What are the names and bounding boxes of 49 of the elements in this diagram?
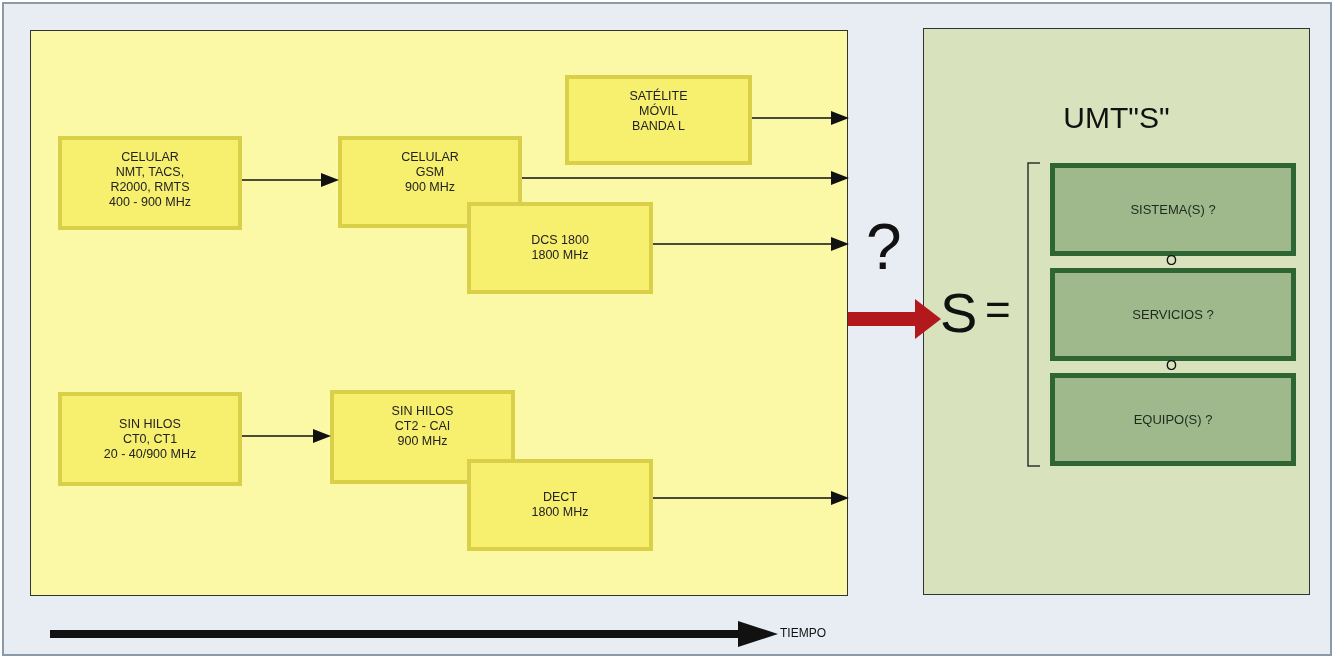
option-box [1050, 373, 1296, 466]
process-box [467, 202, 653, 294]
arrow [241, 429, 331, 443]
box-label: MÓVIL [639, 104, 678, 119]
box-label: 1800 MHz [531, 505, 589, 520]
axis-label: TIEMPO [780, 627, 826, 639]
connector-letter: O [1166, 358, 1177, 372]
box-label: 1800 MHz [531, 248, 589, 263]
process-box [565, 75, 752, 165]
box-label: SATÉLITE [629, 89, 688, 103]
box-label: GSM [415, 165, 445, 180]
box-label: SISTEMA(S) ? [1130, 202, 1216, 217]
box-label: SERVICIOS ? [1132, 307, 1214, 322]
arrow [652, 237, 849, 251]
arrow [521, 171, 849, 185]
arrow [652, 491, 849, 505]
symbol-label: S [940, 282, 974, 344]
box-label: DCS 1800 [531, 233, 589, 248]
connector-letter: O [1166, 253, 1177, 267]
box-label: SIN HILOS [391, 404, 454, 419]
option-box [1050, 163, 1296, 256]
arrow [848, 299, 941, 339]
question-mark: ? [866, 215, 902, 279]
box-label: BANDA L [632, 119, 685, 134]
arrow [751, 111, 849, 125]
timeline-panel [30, 30, 848, 596]
box-label: 400 - 900 MHz [109, 195, 191, 210]
panel-heading: UMT"S" [1062, 101, 1171, 135]
equals-sign: = [985, 288, 1011, 332]
box-label: CT0, CT1 [122, 431, 178, 447]
process-box [58, 136, 242, 230]
box-label: SIN HILOS [119, 416, 181, 432]
box-label: CELULAR [401, 150, 459, 165]
box-label: CT2 - CAI [394, 419, 451, 434]
process-box [338, 136, 522, 228]
box-label: 20 - 40/900 MHz [103, 446, 197, 462]
process-box [467, 459, 653, 551]
arrow [241, 173, 339, 187]
box-label: DECT [543, 490, 577, 505]
option-box [1050, 268, 1296, 361]
process-box [58, 392, 242, 486]
box-label: 900 MHz [397, 434, 448, 449]
process-box [330, 390, 515, 484]
box-label: R2000, RMTS [110, 180, 190, 195]
box-label: 900 MHz [405, 180, 455, 195]
box-label: NMT, TACS, [115, 165, 185, 180]
box-label: EQUIPO(S) ? [1133, 412, 1213, 427]
future-system-panel [923, 28, 1310, 595]
box-label: CELULAR [121, 150, 179, 165]
